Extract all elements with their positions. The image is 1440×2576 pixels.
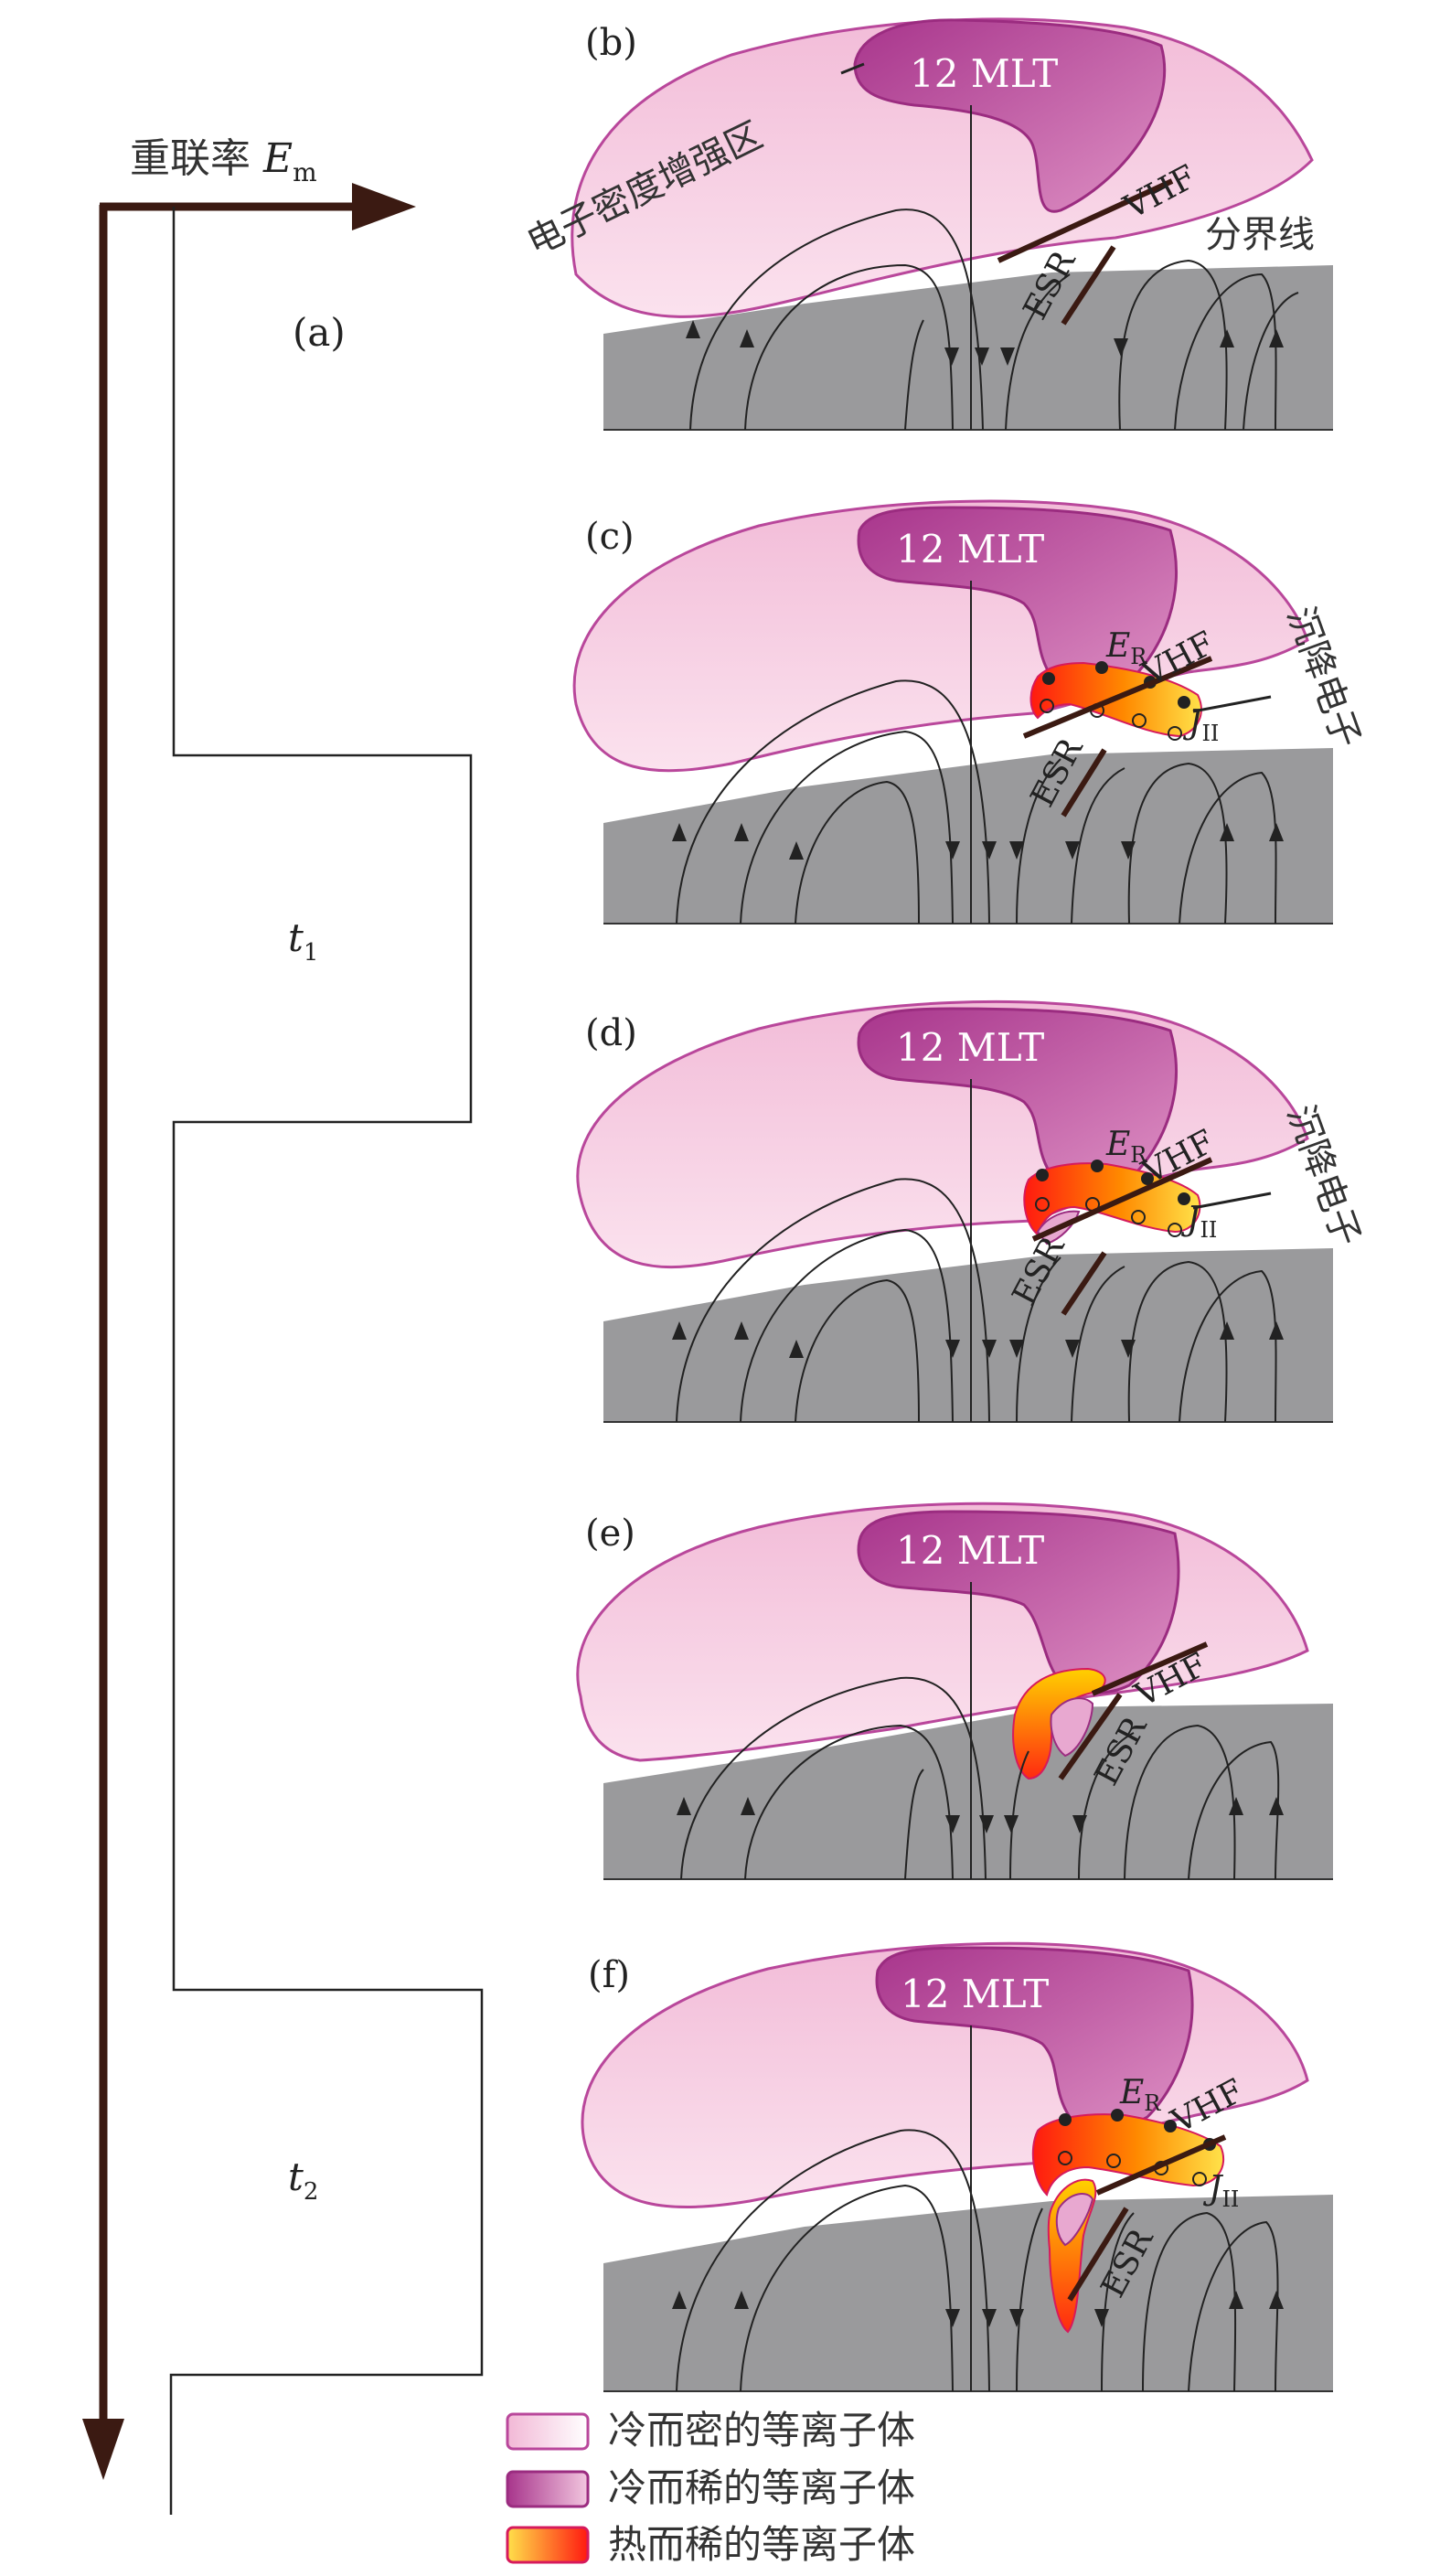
rate-axis-label: 重联率 Em <box>130 135 317 187</box>
ground-region <box>603 1704 1333 1879</box>
rate-axis-arrowhead <box>352 183 416 230</box>
legend-label-hot-rare: 热而稀的等离子体 <box>608 2522 915 2567</box>
legend-item-cold-rare: 冷而稀的等离子体 <box>506 2465 915 2510</box>
vhf-radar-beam <box>1095 2134 1227 2196</box>
panel-f: (f) 12 MLT <box>581 1941 1333 2392</box>
mlt-label: 12 MLT <box>896 1528 1044 1573</box>
legend-item-cold-dense: 冷而密的等离子体 <box>506 2408 915 2453</box>
legend-label-cold-rare: 冷而稀的等离子体 <box>608 2465 915 2510</box>
vhf-radar-beam <box>1022 656 1213 739</box>
cold-rare-inner <box>1055 2193 1094 2247</box>
ground-region <box>603 2195 1333 2391</box>
vhf-radar-beam <box>1031 1157 1213 1242</box>
precip-pointer <box>1192 695 1272 713</box>
esr-radar-beam <box>1061 245 1116 326</box>
legend-swatch-cold-rare <box>506 2470 590 2508</box>
vhf-radar-beam <box>997 178 1174 263</box>
legend: 冷而密的等离子体 冷而稀的等离子体 热而稀的等离子体 <box>506 2408 915 2567</box>
field-line-arrows <box>686 320 1284 366</box>
ground-region <box>603 1248 1333 1422</box>
cold-rare-plasma <box>857 1510 1180 1694</box>
precip-pointer <box>1192 1192 1272 1210</box>
field-lines <box>676 679 1277 925</box>
legend-swatch-cold-dense <box>506 2412 590 2451</box>
t1-label: t1 <box>288 915 318 967</box>
separatrix-label: 分界线 <box>1205 214 1315 256</box>
ground-region <box>603 748 1333 924</box>
field-line-arrows <box>672 823 1284 860</box>
cold-rare-inner <box>1050 1697 1094 1758</box>
panel-a-tag: (a) <box>293 310 346 355</box>
panel-e: (e) 12 MLT VHF ESR <box>576 1502 1333 1880</box>
panel-c: (c) 12 MLT <box>572 499 1369 925</box>
precipitating-electrons-label: 沉降电子 <box>1279 602 1369 754</box>
reconnection-rate-curve <box>169 207 484 2515</box>
field-line-arrows <box>672 2291 1284 2327</box>
panel-b-tag: (b) <box>585 22 637 64</box>
timeline-panel-a: 重联率 Em (a) t1 t2 <box>82 135 484 2515</box>
mlt-label: 12 MLT <box>896 527 1044 572</box>
field-line-arrows <box>672 1321 1284 1358</box>
esr-radar-beam <box>1061 748 1107 818</box>
field-aligned-current-label: JII <box>1202 2170 1239 2212</box>
reconnection-field-label: ER <box>1119 2074 1161 2116</box>
field-line-arrows <box>677 1797 1284 1833</box>
mlt-label: 12 MLT <box>896 1025 1044 1070</box>
time-axis-arrowhead <box>82 2419 124 2480</box>
panel-f-tag: (f) <box>588 1954 630 1996</box>
legend-item-hot-rare: 热而稀的等离子体 <box>506 2522 915 2567</box>
panel-c-tag: (c) <box>585 516 635 558</box>
panel-e-tag: (e) <box>585 1512 635 1555</box>
mlt-label: 12 MLT <box>910 51 1058 96</box>
field-lines <box>676 2129 1279 2392</box>
cold-rare-plasma <box>853 18 1167 213</box>
reconnection-field-label: ER <box>1105 627 1147 669</box>
ground-region <box>603 265 1333 430</box>
legend-label-cold-dense: 冷而密的等离子体 <box>608 2408 915 2453</box>
panel-b: (b) 12 MLT VHF ESR 分界线 电子密度增强区 <box>520 17 1333 431</box>
current-markers <box>1035 1160 1190 1237</box>
esr-radar-beam <box>1067 2207 1129 2302</box>
precipitating-electrons-label: 沉降电子 <box>1279 1100 1369 1252</box>
vhf-radar-beam <box>1091 1641 1209 1696</box>
enhancement-pointer <box>840 62 865 75</box>
t2-label: t2 <box>288 2154 318 2206</box>
esr-radar-beam <box>1061 1251 1107 1316</box>
mlt-label: 12 MLT <box>901 1972 1049 2016</box>
esr-radar-beam <box>1058 1693 1123 1780</box>
reconnection-field-label: ER <box>1105 1126 1147 1168</box>
panel-d: (d) 12 MLT <box>576 999 1369 1423</box>
legend-swatch-hot-rare <box>506 2526 590 2564</box>
panel-d-tag: (d) <box>585 1012 637 1054</box>
